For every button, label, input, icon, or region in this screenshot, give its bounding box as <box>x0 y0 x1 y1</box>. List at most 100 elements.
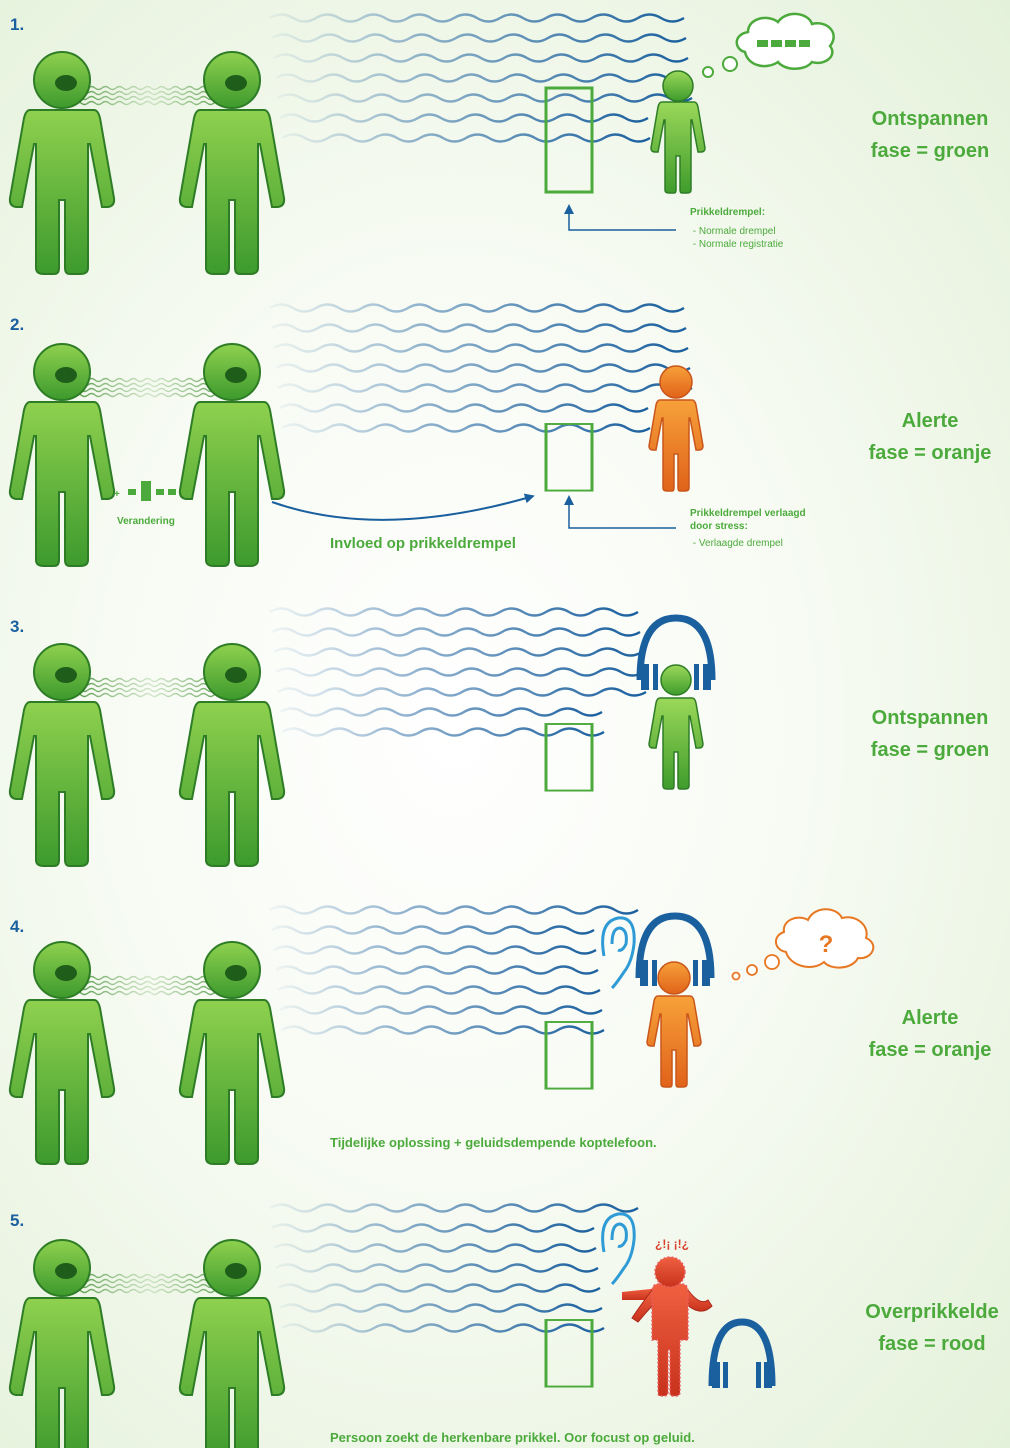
sound-wave-line <box>281 1025 605 1035</box>
scene-caption: Tijdelijke oplossing + geluidsdempende k… <box>330 1135 657 1150</box>
sound-wave-icon <box>269 13 693 143</box>
breath-waves <box>73 677 229 698</box>
phase-label: fase = rood <box>878 1333 985 1355</box>
sound-wave-line <box>275 363 691 373</box>
breath-line <box>73 387 229 393</box>
sound-wave-line <box>281 1323 605 1333</box>
listener-person <box>650 70 706 194</box>
speaker-right <box>178 51 286 275</box>
sound-wave-line <box>275 667 645 677</box>
sound-wave-line <box>275 965 599 975</box>
ear-icon <box>601 1212 636 1286</box>
sound-wave-icon <box>269 303 693 433</box>
sound-wave-line <box>269 607 639 617</box>
sound-wave-line <box>273 53 689 63</box>
sound-wave-line <box>271 627 641 637</box>
influence-arrow <box>271 493 535 521</box>
note-title: door stress: <box>690 521 748 532</box>
thought-bubble-icon <box>702 12 835 78</box>
change-signal-icon <box>128 481 176 501</box>
phase-label: fase = groen <box>871 739 989 761</box>
sound-wave-line <box>281 133 651 143</box>
phase-label: Alerte <box>902 1007 959 1029</box>
breath-line <box>73 692 229 698</box>
breath-waves <box>73 377 229 398</box>
phase-label: fase = oranje <box>869 442 992 464</box>
sound-wave-line <box>277 687 647 697</box>
threshold-arrow <box>564 204 676 231</box>
sound-wave-line <box>277 93 693 103</box>
breath-waves <box>73 1273 229 1294</box>
speaker-right <box>178 343 286 567</box>
sound-wave-line <box>271 323 687 333</box>
breath-line <box>73 1283 229 1289</box>
sound-wave-line <box>271 33 687 43</box>
sound-wave-line <box>275 73 691 83</box>
phase-label: Ontspannen <box>872 707 989 729</box>
note-line: - Normale drempel <box>690 226 776 237</box>
sound-wave-line <box>277 985 601 995</box>
breath-line <box>73 682 229 688</box>
headphones-icon <box>636 614 716 690</box>
note-title: Prikkeldrempel verlaagd <box>690 508 806 519</box>
breath-line <box>73 392 229 398</box>
sound-wave-line <box>277 1283 601 1293</box>
breath-line <box>73 382 229 388</box>
scene-3: 3. Ontspannen fase = groen <box>8 607 989 867</box>
breath-waves <box>73 975 229 996</box>
scene-4: 4. ? Alerte fase = oranje Ti <box>8 905 991 1165</box>
note-line: - Normale registratie <box>690 239 784 250</box>
sound-wave-line <box>271 1223 595 1233</box>
speaker-left <box>8 51 116 275</box>
stress-marks: ¿!¡ ¡!¿ <box>655 1237 689 1251</box>
speaker-right <box>178 941 286 1165</box>
speaker-left <box>8 941 116 1165</box>
sound-wave-line <box>279 403 649 413</box>
listener-person <box>648 365 704 492</box>
headphones-icon <box>635 912 715 986</box>
phase-label: Ontspannen <box>872 108 989 130</box>
breath-line <box>73 980 229 986</box>
scene-5: 5. ¿!¡ ¡!¿ Overprikkelde fase = rood Per… <box>8 1203 999 1448</box>
sound-wave-line <box>281 423 651 433</box>
change-plus: + <box>114 489 120 500</box>
threshold-arrow <box>564 495 676 529</box>
sound-wave-line <box>269 1203 639 1213</box>
breath-line <box>73 90 229 96</box>
scene-number: 5. <box>10 1211 24 1230</box>
breath-waves <box>73 85 229 106</box>
breath-line <box>73 377 229 383</box>
threshold-frame-icon <box>544 422 594 493</box>
breath-line <box>73 687 229 693</box>
breath-line <box>73 95 229 101</box>
scene-1: 1. Prikkeldrempel: - Normale drempel - N… <box>8 12 989 275</box>
sound-wave-line <box>279 1303 603 1313</box>
sound-wave-line <box>279 707 603 717</box>
sound-wave-icon <box>269 607 647 737</box>
sound-wave-line <box>281 727 605 737</box>
speaker-right <box>178 643 286 867</box>
sound-wave-line <box>279 1005 603 1015</box>
sound-wave-line <box>269 905 639 915</box>
scene-number: 3. <box>10 617 24 636</box>
sound-wave-line <box>279 113 649 123</box>
ear-icon <box>601 916 636 990</box>
sound-wave-line <box>269 13 685 23</box>
note-line: - Verlaagde drempel <box>690 538 783 549</box>
note-title: Prikkeldrempel: <box>690 207 765 218</box>
thought-bubble-icon <box>731 908 875 981</box>
phase-label: Alerte <box>902 410 959 432</box>
breath-line <box>73 990 229 996</box>
speaker-left <box>8 343 116 567</box>
change-label: Verandering <box>117 516 175 527</box>
sound-wave-line <box>271 925 595 935</box>
breath-line <box>73 975 229 981</box>
phase-label: fase = groen <box>871 140 989 162</box>
sound-wave-line <box>273 647 643 657</box>
scene-number: 2. <box>10 315 24 334</box>
breath-line <box>73 100 229 106</box>
speaker-left <box>8 1239 116 1448</box>
scene-caption: Persoon zoekt de herkenbare prikkel. Oor… <box>330 1430 695 1445</box>
phase-label: Overprikkelde <box>865 1301 998 1323</box>
